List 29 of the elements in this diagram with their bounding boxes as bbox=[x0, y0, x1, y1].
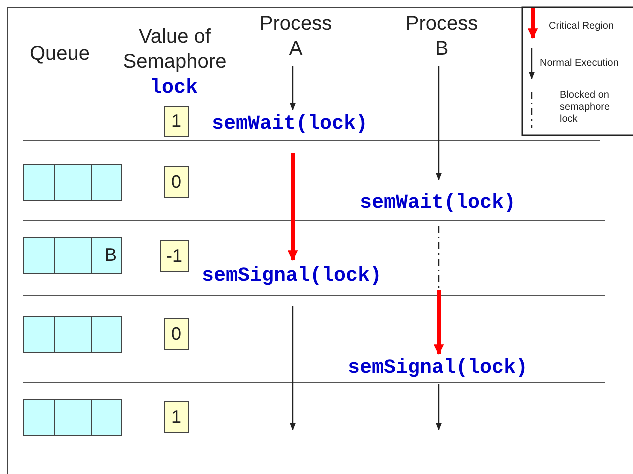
queue-slot bbox=[54, 316, 92, 353]
queue-slot bbox=[23, 237, 55, 274]
queue-slot bbox=[54, 237, 92, 274]
queue-slot bbox=[23, 164, 55, 201]
operation-label: semWait(lock) bbox=[360, 193, 516, 215]
semaphore-value: 0 bbox=[164, 318, 189, 350]
column-heading: Value of Semaphore bbox=[122, 25, 228, 75]
semaphore-name: lock bbox=[150, 78, 198, 100]
queue-slot bbox=[54, 164, 92, 201]
operation-label: semWait(lock) bbox=[212, 114, 368, 136]
legend-label: Blocked on semaphore lock bbox=[560, 90, 612, 126]
queue-slot bbox=[91, 164, 122, 201]
queue-slot bbox=[91, 399, 122, 436]
legend-label: Critical Region bbox=[549, 21, 616, 33]
semaphore-value: 1 bbox=[164, 401, 189, 433]
column-heading: Process A bbox=[258, 12, 334, 62]
semaphore-value: 0 bbox=[164, 166, 189, 198]
operation-label: semSignal(lock) bbox=[348, 358, 528, 380]
semaphore-value: -1 bbox=[160, 240, 189, 272]
column-heading: Process B bbox=[404, 12, 480, 62]
queue-slot bbox=[91, 316, 122, 353]
queue-slot bbox=[23, 399, 55, 436]
semaphore-value: 1 bbox=[164, 106, 189, 137]
queue-slot bbox=[23, 316, 55, 353]
queue-slot bbox=[54, 399, 92, 436]
operation-label: semSignal(lock) bbox=[202, 266, 382, 288]
legend-label: Normal Execution bbox=[540, 58, 620, 70]
column-heading: Queue bbox=[28, 42, 92, 67]
queue-slot: B bbox=[91, 237, 122, 274]
